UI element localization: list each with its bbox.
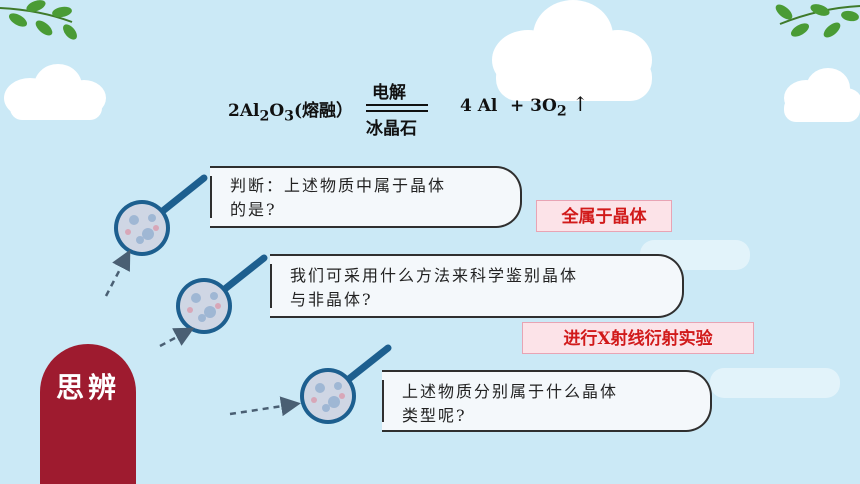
arrow-to-magnifier-3 bbox=[229, 396, 301, 417]
double-line bbox=[366, 104, 428, 112]
question-bubble-2: 我们可采用什么方法来科学鉴别晶体 与非晶体? bbox=[270, 254, 684, 318]
bubble-edge bbox=[210, 176, 212, 218]
product-al: 4 Al bbox=[460, 96, 498, 116]
product-o2-text: + 3O bbox=[510, 96, 557, 116]
reactant-al: 2Al bbox=[228, 101, 260, 121]
equation-reactant: 2Al2O3(熔融） bbox=[228, 96, 353, 124]
condition-top: 电解 bbox=[372, 83, 406, 103]
product-o2: + 3O2 bbox=[510, 96, 567, 119]
badge-label: 思辨 bbox=[55, 371, 120, 404]
question-1-line-1: 判断：上述物质中属于晶体 bbox=[230, 176, 447, 195]
question-3-line-2: 类型呢? bbox=[402, 406, 467, 425]
magnifier-icon bbox=[114, 174, 208, 256]
arrow-to-magnifier-2 bbox=[159, 327, 195, 348]
glow-2 bbox=[710, 368, 840, 398]
question-3-line-1: 上述物质分别属于什么晶体 bbox=[402, 382, 619, 401]
question-2-line-1: 我们可采用什么方法来科学鉴别晶体 bbox=[290, 266, 579, 285]
answer-box-2: 进行X射线衍射实验 bbox=[522, 322, 754, 354]
gas-arrow-icon: ↑ bbox=[572, 92, 589, 116]
condition-bottom: 冰晶石 bbox=[366, 119, 417, 139]
cloud-top-right-icon bbox=[492, 0, 652, 101]
question-bubble-1: 判断：上述物质中属于晶体 的是? bbox=[210, 166, 522, 228]
bubble-edge bbox=[382, 380, 384, 422]
product-o2-subscript: 2 bbox=[556, 103, 567, 120]
reactant-state: (熔融） bbox=[294, 101, 354, 121]
question-bubble-3: 上述物质分别属于什么晶体 类型呢? bbox=[382, 370, 712, 432]
leaves-left-icon bbox=[0, 0, 77, 40]
arrow-to-magnifier-1 bbox=[104, 249, 131, 297]
magnifier-icon bbox=[176, 254, 268, 334]
question-1-line-2: 的是? bbox=[230, 200, 277, 219]
reaction-equation: 2Al2O3(熔融） 电解 冰晶石 4 Al + 3O2 ↑ bbox=[228, 78, 608, 139]
bubble-edge bbox=[270, 264, 272, 308]
answer-box-1: 全属于晶体 bbox=[536, 200, 672, 232]
reactant-subscript-al: 2 bbox=[259, 108, 270, 125]
reactant-subscript-o: 3 bbox=[284, 108, 295, 125]
cloud-left-icon bbox=[4, 64, 106, 120]
leaves-right-icon bbox=[775, 4, 860, 38]
magnifier-icon bbox=[300, 344, 392, 424]
reactant-o: O bbox=[269, 101, 285, 121]
cloud-right-icon bbox=[784, 68, 860, 122]
question-2-line-2: 与非晶体? bbox=[290, 290, 373, 309]
thinking-badge: 思辨 bbox=[40, 344, 136, 484]
